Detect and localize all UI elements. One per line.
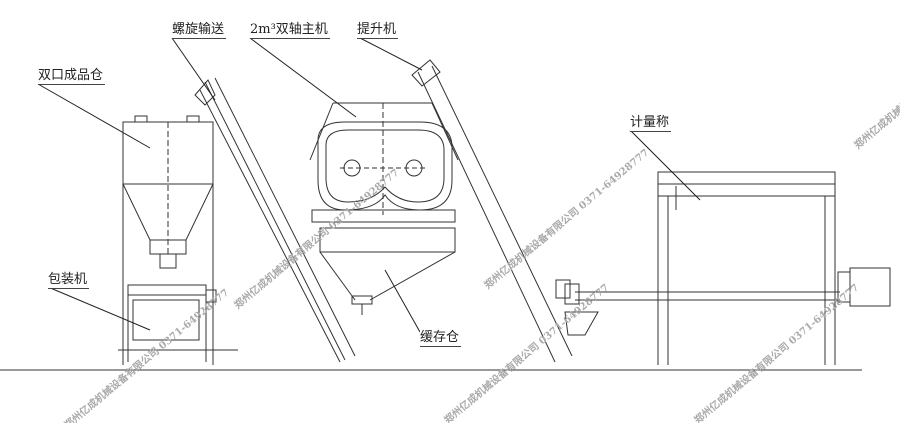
bucket-elevator: [411, 59, 573, 363]
main-mixer: [309, 102, 459, 301]
leader-lines: [37, 37, 701, 333]
buffer-bin: [351, 295, 373, 315]
label-finished-bin: 双口成品仓: [38, 68, 106, 85]
label-main-mixer: 2m³双轴主机: [250, 22, 330, 39]
weighing-scale: [657, 171, 836, 365]
horizontal-screw: [564, 267, 891, 336]
finished-bin: [118, 115, 238, 365]
screw-conveyor: [194, 77, 356, 363]
label-weighing-scale: 计量称: [630, 115, 672, 132]
label-elevator: 提升机: [357, 22, 399, 39]
label-packing-machine: 包装机: [48, 272, 90, 289]
label-screw-conveyor: 螺旋输送: [172, 22, 227, 39]
label-buffer-bin: 缓存仓: [420, 330, 462, 347]
